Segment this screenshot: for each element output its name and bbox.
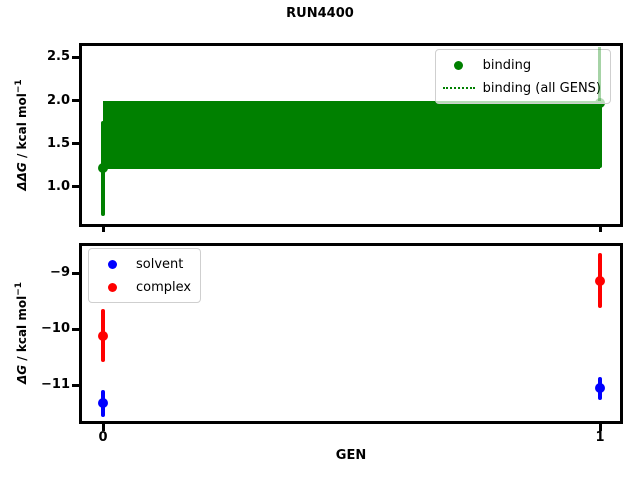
legend-label: solvent xyxy=(136,256,184,272)
bottom-ytick-label: −11 xyxy=(41,377,70,392)
legend-item-complex: complex xyxy=(96,277,191,297)
bottom-legend: solvent complex xyxy=(88,248,202,303)
ylabel-rest: / kcal mol xyxy=(15,295,29,365)
bottom-ytick-label: −10 xyxy=(41,321,70,336)
ylabel-sup: −1 xyxy=(14,79,24,94)
solvent-point-gen0 xyxy=(98,397,108,408)
complex-point-gen0 xyxy=(98,330,108,341)
solvent-marker-icon xyxy=(96,259,128,269)
ylabel-sup: −1 xyxy=(14,281,24,296)
binding-errorbar-gen1-upper xyxy=(597,47,601,101)
top-ytick-label: 1.5 xyxy=(46,135,70,151)
top-ytick-label: 2.5 xyxy=(46,49,70,64)
bottom-ytick-label: −9 xyxy=(50,265,70,280)
top-legend: binding binding (all GENS) xyxy=(434,49,611,104)
binding-marker-icon xyxy=(443,60,475,70)
top-ytick-label: 1.0 xyxy=(46,178,70,194)
top-ytick-1_5 xyxy=(72,142,79,145)
complex-marker-icon xyxy=(96,282,128,292)
top-ytick-2_5 xyxy=(72,55,79,59)
top-ytick-2_0 xyxy=(72,99,79,102)
binding-errorbar-gen1 xyxy=(598,102,602,168)
x-axis-label: GEN xyxy=(335,448,367,463)
bottom-xtick-label: 0 xyxy=(98,430,108,445)
legend-item-binding-all-gens: binding (all GENS) xyxy=(442,78,601,98)
binding-all-gens-band xyxy=(103,100,600,169)
legend-label: binding xyxy=(482,57,532,73)
figure-title: RUN4400 xyxy=(286,6,354,21)
bottom-xtick-label: 1 xyxy=(595,430,605,445)
bottom-xtick-1 xyxy=(598,424,602,431)
dotted-line-icon xyxy=(442,87,475,89)
binding-point-gen0 xyxy=(98,163,108,174)
ylabel-rest: / kcal mol xyxy=(15,93,29,163)
top-ytick-1_0 xyxy=(72,185,79,188)
legend-label: binding (all GENS) xyxy=(482,80,601,96)
legend-item-binding: binding xyxy=(443,55,601,75)
legend-label: complex xyxy=(136,279,192,295)
legend-item-solvent: solvent xyxy=(96,254,191,274)
complex-point-gen1 xyxy=(595,275,605,286)
bottom-axes: −9 −10 −11 0 1 solvent complex xyxy=(41,243,623,445)
solvent-point-gen1 xyxy=(595,382,605,393)
top-ylabel: ΔΔG / kcal mol−1 xyxy=(14,79,29,191)
bottom-ylabel: ΔG / kcal mol−1 xyxy=(14,281,29,385)
ylabel-math: ΔG xyxy=(15,364,29,385)
ylabel-math: ΔΔG xyxy=(15,162,29,191)
bottom-ytick-m11 xyxy=(72,383,79,387)
top-xtick-0 xyxy=(101,227,105,232)
bottom-xtick-0 xyxy=(101,424,105,431)
top-ytick-label: 2.0 xyxy=(46,92,70,108)
top-xtick-1 xyxy=(598,227,602,232)
bottom-ytick-m10 xyxy=(72,327,79,331)
top-axes: 2.5 2.0 1.5 1.0 binding binding (all GEN… xyxy=(47,43,623,232)
bottom-ytick-m9 xyxy=(72,271,79,275)
